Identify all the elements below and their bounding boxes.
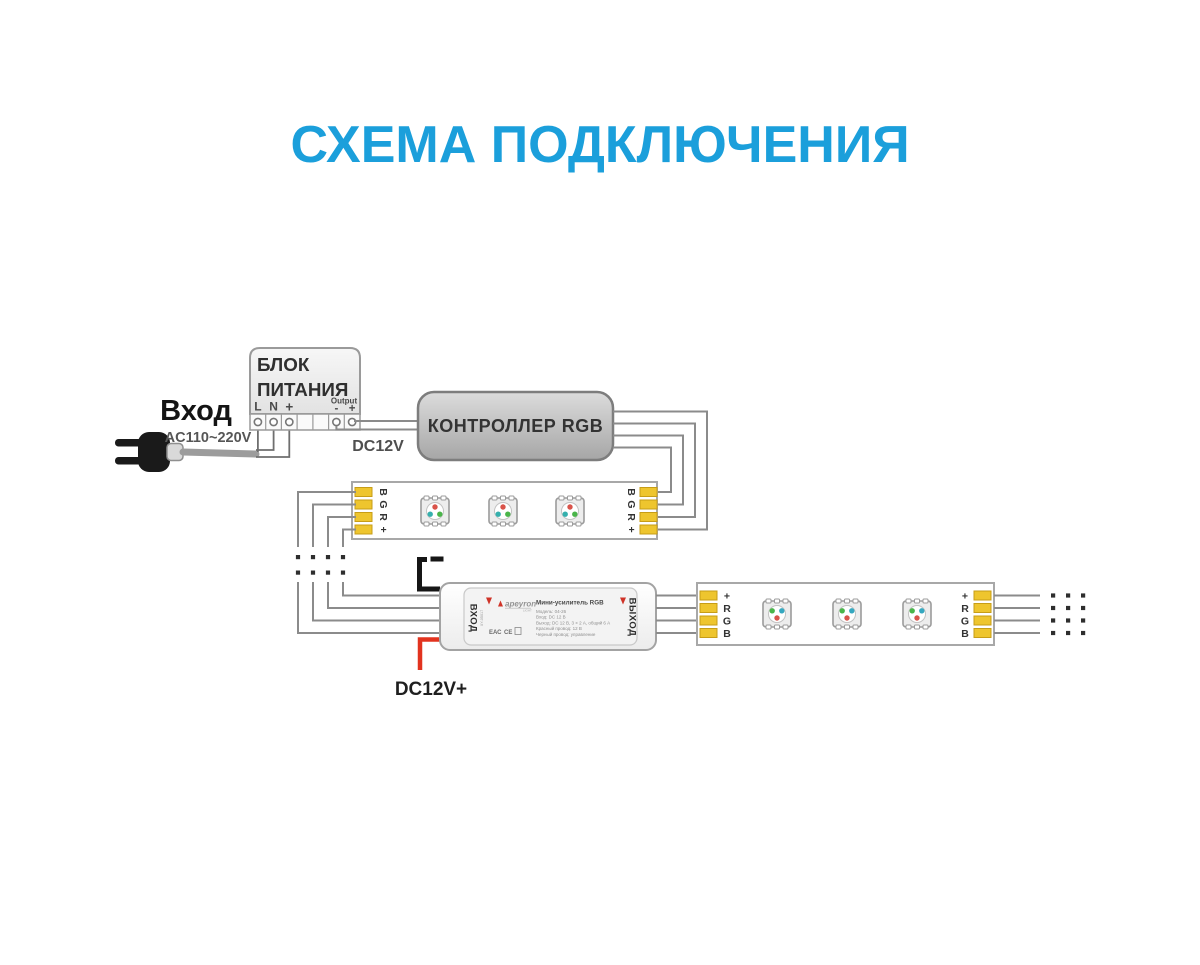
rgb-mini-amplifier: ВХОД ВЫХОД apeyron LIGHT Мини-усилитель …	[439, 582, 657, 651]
black-minus-wire	[417, 556, 444, 592]
strip2-pad-label: G	[961, 616, 969, 628]
led-chip	[488, 495, 518, 527]
amp-title: Мини-усилитель RGB	[536, 600, 604, 607]
amp-cert-ce: CE	[504, 630, 512, 636]
strip2-pad-label: R	[723, 603, 731, 615]
psu-name-line1: БЛОК	[257, 354, 310, 375]
amp-spec: Вход: DC 12 В	[536, 615, 566, 620]
rgb-controller: КОНТРОЛЛЕР RGB	[416, 390, 615, 462]
strip1-pad-label: +	[377, 526, 389, 532]
input-label: Вход	[160, 395, 232, 427]
page-title: СХЕМА ПОДКЛЮЧЕНИЯ	[290, 116, 909, 174]
psu-terminal-l: L	[254, 400, 261, 414]
strip2-pad-label: B	[723, 628, 731, 640]
psu-terminal-n: N	[269, 400, 278, 414]
strip1-pad-label: +	[625, 526, 637, 532]
led-chip	[902, 598, 932, 630]
red-arrow-icon	[620, 597, 626, 605]
strip2-pad-label: R	[961, 603, 969, 615]
strip1-pad-label: R	[625, 513, 637, 521]
psu-output-minus: -	[334, 403, 338, 415]
amp-brand: apeyron	[505, 600, 536, 609]
amplifier-to-strip2-wires	[656, 594, 700, 634]
strip1-right-pads	[639, 487, 658, 535]
strip2-pad-label: +	[724, 591, 730, 603]
led-chip	[762, 598, 792, 630]
amp-output-label: ВЫХОД	[627, 598, 638, 637]
wire-break-dots	[295, 555, 346, 575]
cert-box-icon	[514, 627, 522, 635]
strip1-pad-label: B	[377, 488, 389, 496]
amp-brand-sub: LIGHT	[523, 609, 532, 613]
led-strip-2: + R G B + R G B	[696, 582, 995, 646]
amp-spec: Модель: 04-26	[536, 609, 567, 614]
amp-spec: Черный провод: управление	[536, 631, 596, 637]
led-strip-1: B G R + B G R +	[351, 481, 658, 540]
mains-wires	[256, 428, 291, 458]
power-supply-unit: БЛОК ПИТАНИЯ L N + Output - +	[249, 347, 361, 431]
led-chip	[832, 598, 862, 630]
red-arrow-icon	[486, 597, 492, 605]
amp-spec: Красный провод: 12 В	[536, 625, 582, 631]
led-chip	[555, 495, 585, 527]
psu-terminal-screws	[253, 417, 357, 427]
strip1-pad-label: B	[625, 488, 637, 496]
led-chip	[420, 495, 450, 527]
input-voltage-label: AC110~220V	[165, 430, 252, 446]
amp-cert-eac: ЕАС	[489, 630, 502, 636]
controller-label: КОНТРОЛЛЕР RGB	[428, 416, 604, 436]
brand-triangle-icon	[498, 600, 503, 607]
strip2-pad-label: B	[961, 628, 969, 640]
strip1-pad-label: R	[377, 513, 389, 521]
psu-output-label: Output	[331, 397, 358, 406]
psu-terminal-block	[249, 413, 361, 431]
red-power-wire	[417, 637, 440, 670]
amp-spec: Выход: DC 12 В, 3 × 2 А, общий 6 А	[536, 620, 610, 626]
controller-to-strip-wires	[613, 410, 708, 531]
strip2-pad-label: +	[962, 591, 968, 603]
strip1-to-amplifier-wires	[297, 491, 440, 634]
dc12v-label: DC12V	[352, 438, 404, 455]
power-plug-icon	[115, 432, 260, 472]
psu-output-plus: +	[349, 403, 356, 415]
strip2-right-pads	[973, 590, 992, 638]
amp-input-label: ВХОД	[468, 604, 479, 633]
minus-symbol	[430, 556, 444, 562]
psu-name-line2: ПИТАНИЯ	[257, 379, 348, 400]
continuation-dots	[1051, 593, 1086, 636]
amp-side-code: XY-05017	[480, 610, 484, 627]
strip2-left-pads	[699, 590, 718, 638]
strip1-pad-label: G	[625, 500, 637, 508]
psu-to-controller-wires	[335, 420, 418, 431]
dc12v-plus-label: DC12V+	[395, 679, 467, 700]
psu-terminal-gnd: +	[285, 400, 293, 415]
strip2-pad-label: G	[723, 616, 731, 628]
strip1-pad-label: G	[377, 500, 389, 508]
strip2-continuation-wires	[994, 594, 1040, 634]
